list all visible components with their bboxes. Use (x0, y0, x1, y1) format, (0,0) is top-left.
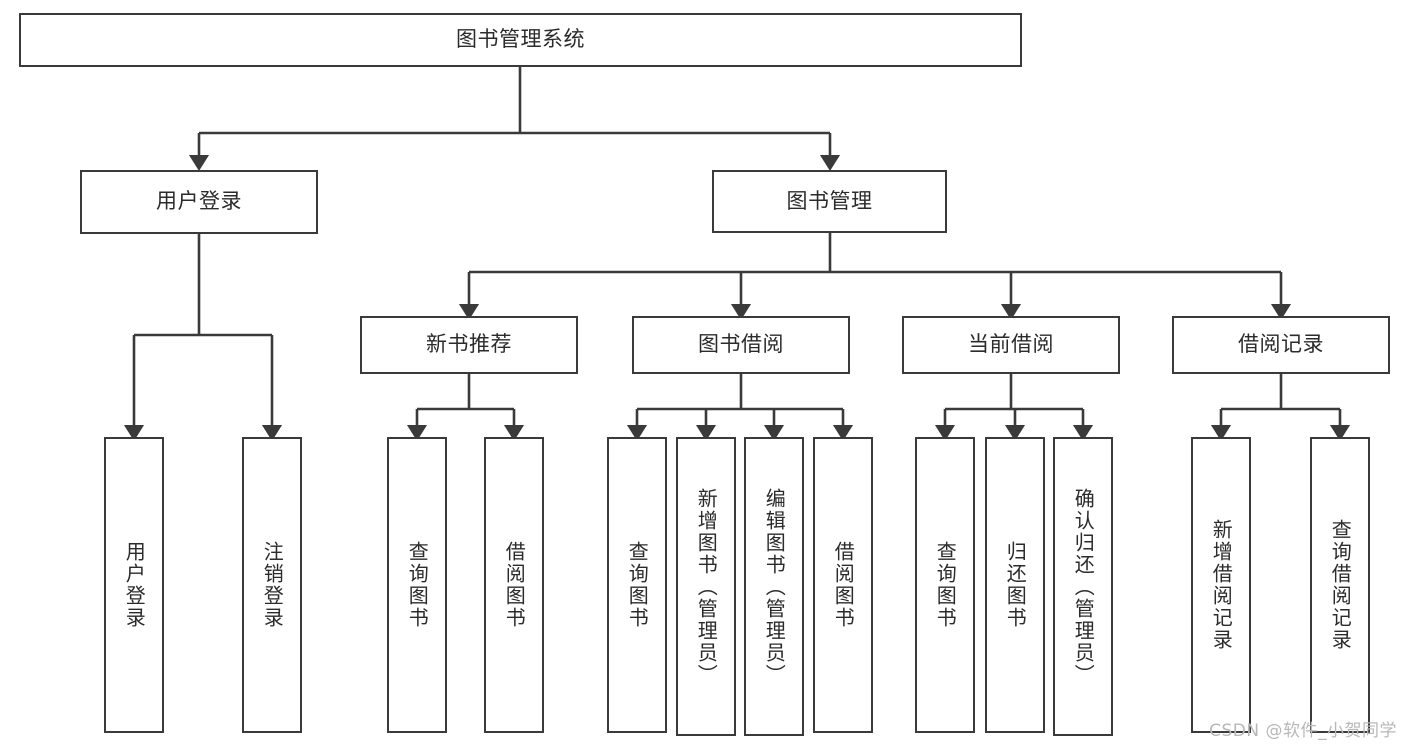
node-leaf-borrow-book-1[interactable]: 借阅图书 (484, 437, 544, 733)
node-label: 图书管理系统 (456, 27, 585, 52)
node-user-login[interactable]: 用户登录 (80, 170, 318, 234)
node-leaf-edit-book[interactable]: 编辑图书（管理员） (744, 437, 804, 736)
node-leaf-query-book-3[interactable]: 查询图书 (915, 437, 975, 733)
node-label: 图书管理 (786, 188, 873, 213)
node-label: 新书推荐 (426, 332, 512, 357)
node-book-borrow[interactable]: 图书借阅 (632, 316, 850, 374)
node-leaf-add-borrow-record[interactable]: 新增借阅记录 (1191, 437, 1251, 733)
node-current-borrow[interactable]: 当前借阅 (902, 316, 1120, 374)
node-label: 查询借阅记录 (1328, 519, 1353, 651)
node-label: 图书借阅 (698, 332, 784, 357)
node-leaf-borrow-book-2[interactable]: 借阅图书 (813, 437, 873, 733)
node-label: 借阅记录 (1238, 332, 1324, 357)
node-leaf-return-book[interactable]: 归还图书 (985, 437, 1045, 733)
node-leaf-confirm-return[interactable]: 确认归还（管理员） (1053, 437, 1113, 736)
node-leaf-add-book[interactable]: 新增图书（管理员） (676, 437, 736, 736)
node-label: 新增借阅记录 (1209, 519, 1234, 651)
node-label: 归还图书 (1003, 541, 1028, 629)
node-borrow-record[interactable]: 借阅记录 (1172, 316, 1390, 374)
node-label: 当前借阅 (968, 332, 1054, 357)
node-label: 查询图书 (933, 541, 958, 629)
node-label: 用户登录 (156, 189, 242, 214)
node-label: 借阅图书 (831, 541, 856, 629)
node-label: 用户登录 (122, 541, 147, 629)
node-label: 查询图书 (405, 541, 430, 629)
node-leaf-user-login[interactable]: 用户登录 (104, 437, 164, 733)
node-leaf-query-book-1[interactable]: 查询图书 (387, 437, 447, 733)
node-label: 注销登录 (260, 541, 285, 629)
watermark: CSDN @软件_小贺同学 (1209, 721, 1397, 741)
node-label: 新增图书（管理员） (694, 487, 719, 686)
node-label: 确认归还（管理员） (1071, 487, 1096, 686)
node-leaf-query-book-2[interactable]: 查询图书 (607, 437, 667, 733)
node-leaf-query-borrow-record[interactable]: 查询借阅记录 (1310, 437, 1370, 733)
node-book-manage[interactable]: 图书管理 (712, 170, 947, 233)
node-label: 编辑图书（管理员） (762, 487, 787, 686)
node-new-book-recommend[interactable]: 新书推荐 (360, 316, 578, 374)
node-leaf-logout[interactable]: 注销登录 (242, 437, 302, 733)
node-root-system[interactable]: 图书管理系统 (19, 13, 1022, 67)
node-label: 借阅图书 (502, 541, 527, 629)
node-label: 查询图书 (625, 541, 650, 629)
